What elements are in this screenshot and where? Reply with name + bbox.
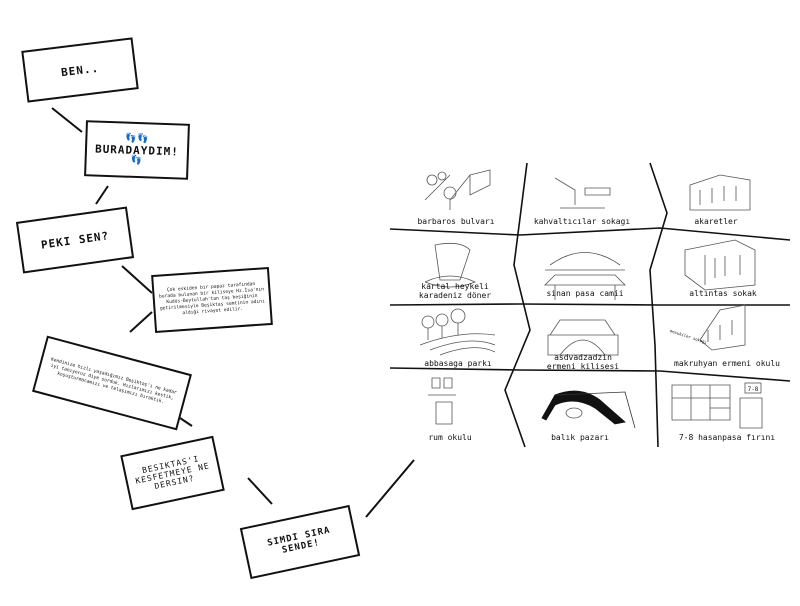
connector-line: [129, 311, 153, 333]
place-label: makruhyan ermeni okulu: [674, 359, 780, 368]
place-label: 7-8 hasanpasa fırını: [679, 433, 776, 442]
place-label: ermeni kilisesi: [547, 362, 619, 371]
card-text: BEN..: [60, 61, 100, 79]
connector-line: [121, 265, 153, 294]
place-label: sinan pasa camii: [546, 289, 623, 298]
connector-line: [247, 477, 273, 505]
connector-line: [95, 185, 109, 205]
place-label: balık pazarı: [551, 433, 609, 442]
connector-line: [365, 459, 415, 518]
place-labels: barbaros bulvarı kahvaltıcılar sokagı ak…: [417, 217, 780, 442]
place-label: kahvaltıcılar sokagı: [534, 217, 631, 226]
place-label: abbasaga parkı: [424, 359, 492, 368]
bakery-number: 7-8: [748, 386, 759, 393]
card-text: SIMDI SIRA SENDE!: [266, 525, 332, 556]
bakery-number-sign: [744, 382, 762, 394]
card-history: Çok eskiden bir papaz tarafından burada …: [151, 266, 273, 334]
card-text: Çok eskiden bir papaz tarafından burada …: [158, 281, 265, 317]
card-buradaydim: 👣👣 BURADAYDIM! 👣: [84, 120, 190, 180]
place-label: kartal heykeli: [421, 282, 489, 291]
place-label: altıntas sokak: [689, 289, 757, 298]
place-label: akaretler: [694, 217, 738, 226]
footprints-icon: 👣: [130, 155, 143, 166]
card-text: BESIKTAS'I KESFETMEYE NE DERSIN?: [134, 453, 211, 491]
card-text: PEKI SEN?: [40, 228, 110, 252]
place-label: barbaros bulvarı: [417, 217, 494, 226]
place-label: rum okulu: [428, 433, 472, 442]
connector-line: [51, 107, 83, 133]
places-grid: [389, 162, 791, 448]
place-label: asdvadzadzin: [554, 353, 612, 362]
place-illustrations: [419, 169, 763, 429]
place-label: karadeniz döner: [419, 291, 491, 300]
